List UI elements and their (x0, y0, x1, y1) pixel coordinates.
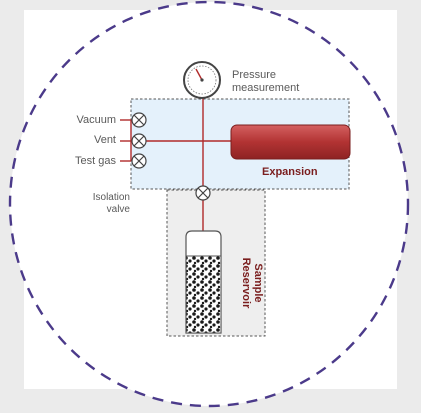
pressure-gauge-icon (183, 61, 221, 99)
vent-valve-icon (131, 133, 147, 149)
pressure-label-line2: measurement (232, 82, 300, 94)
sample-reservoir-label: Sample Reservoir (238, 238, 264, 328)
isolation-label-line1: Isolation (92, 192, 130, 203)
sample-label-line2: Reservoir (240, 257, 252, 309)
vacuum-valve-icon (131, 112, 147, 128)
expansion-label: Expansion (262, 166, 318, 178)
dashed-circle-frame (8, 0, 410, 408)
isolation-label-line2: valve (106, 204, 130, 215)
test-gas-valve-icon (131, 153, 147, 169)
vacuum-label: Vacuum (76, 114, 116, 126)
sample-label-line1: Sample (252, 263, 264, 303)
pressure-label-line1: Pressure (232, 69, 277, 81)
isolation-valve-icon (195, 185, 211, 201)
test-gas-label: Test gas (75, 155, 116, 167)
pipe-network (120, 98, 236, 236)
expansion-cylinder (230, 124, 351, 160)
vent-label: Vent (93, 134, 116, 146)
sample-reservoir-vessel (185, 230, 222, 334)
